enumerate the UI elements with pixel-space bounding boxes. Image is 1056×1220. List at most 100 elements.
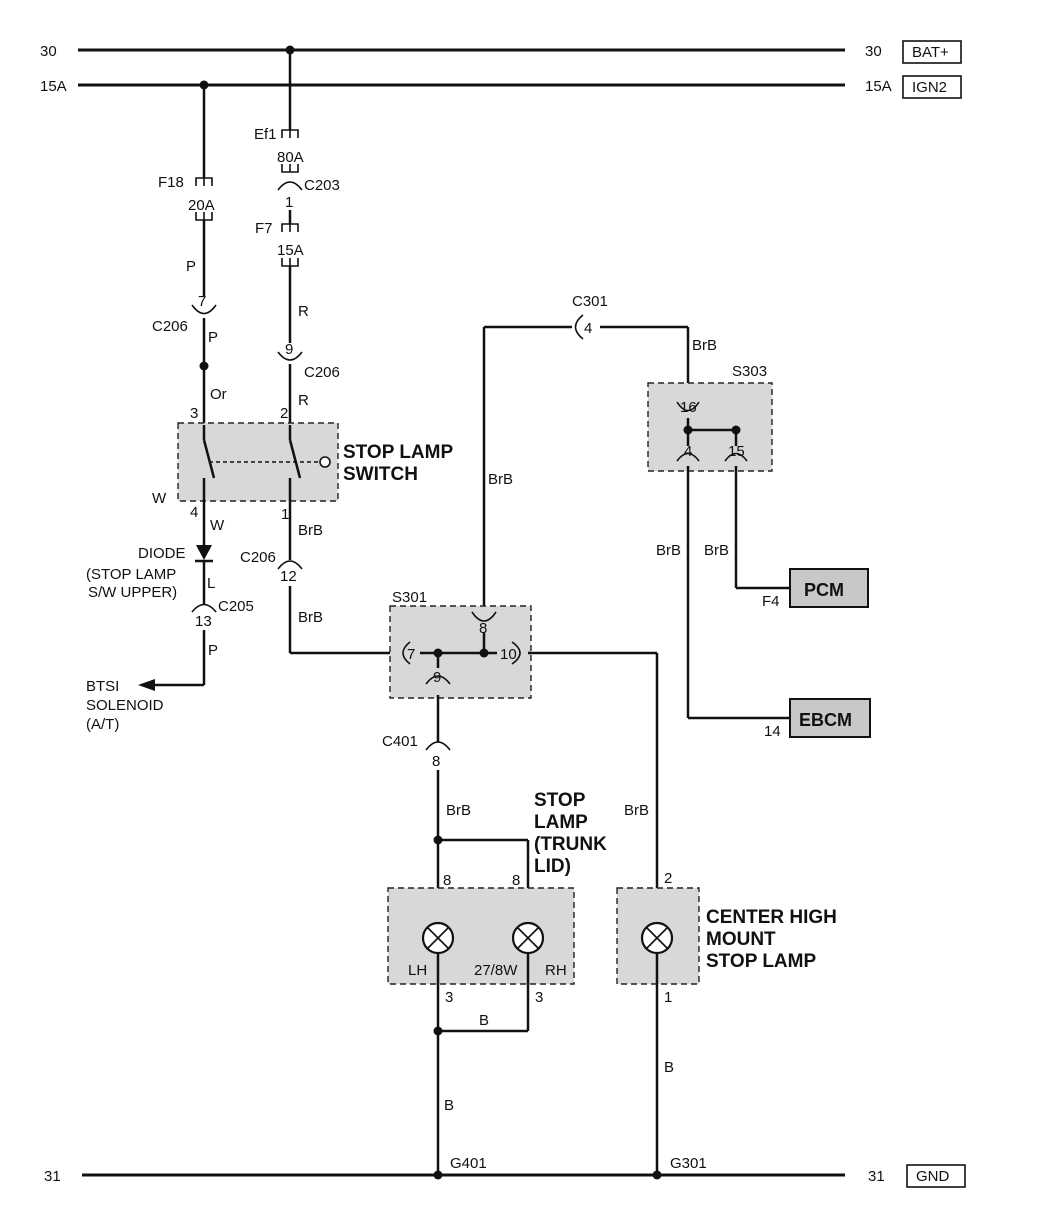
ef1-fuse-icon	[281, 129, 299, 173]
s301-splice-pack: S301 8 7 10 9	[389, 589, 532, 699]
diode-desc-1: (STOP LAMP	[86, 566, 176, 583]
wire-w-2: W	[210, 517, 225, 534]
bat-rail-left-label: 30	[40, 43, 57, 60]
c301-pin: 4	[584, 320, 592, 337]
wire-b-lamp: B	[479, 1012, 489, 1029]
wire-l: L	[207, 575, 215, 592]
pcm-label: PCM	[804, 580, 844, 600]
s303-outputs: BrB BrB F4 14	[656, 466, 790, 740]
gnd-tag: GND	[916, 1168, 950, 1185]
c301-branch: 4 C301 BrB BrB	[482, 293, 717, 612]
btsi-line-3: (A/T)	[86, 716, 119, 733]
wire-brb-vert: BrB	[488, 471, 513, 488]
lamp-ground-splice-dot	[433, 1026, 443, 1036]
c301-connector-icon	[574, 314, 584, 340]
switch-pin1: 1	[281, 506, 289, 523]
btsi-arrow-icon	[138, 679, 155, 691]
chmsl-pin2: 2	[664, 870, 672, 887]
f18-rating: 20A	[188, 197, 215, 214]
btsi-line-1: BTSI	[86, 678, 119, 695]
s301-pin8-icon	[471, 611, 497, 622]
s301-dot-right	[479, 648, 489, 658]
switch-title-1: STOP LAMP	[343, 442, 453, 463]
c205-pin: 13	[195, 613, 212, 630]
diode-name: DIODE	[138, 545, 186, 562]
ebcm-pin: 14	[764, 723, 781, 740]
s301-pin10-icon	[511, 641, 521, 665]
pcm-module: PCM	[789, 568, 869, 608]
c203-connector-icon	[277, 181, 303, 191]
splice-dot-or	[199, 361, 209, 371]
ign-rail-left-label: 15A	[40, 78, 67, 95]
lamp-pin3-lh: 3	[445, 989, 453, 1006]
s303-pin16: 16	[680, 399, 697, 416]
wire-r-2: R	[298, 392, 309, 409]
lamp-title-4: LID)	[534, 856, 571, 877]
btsi-line-2: SOLENOID	[86, 697, 164, 714]
g401-label: G401	[450, 1155, 487, 1172]
c206-pin12-connector-icon	[277, 560, 303, 570]
g301-label: G301	[670, 1155, 707, 1172]
f7-name: F7	[255, 220, 273, 237]
wire-b-chmsl: B	[664, 1059, 674, 1076]
s303-pin4-icon	[676, 452, 700, 462]
lamp-pin8-lh: 8	[443, 872, 451, 889]
bat-tag-box	[902, 40, 962, 64]
s301-pin7: 7	[407, 646, 415, 663]
c203-pin: 1	[285, 194, 293, 211]
chmsl-lamp: CENTER HIGH MOUNT STOP LAMP 1 B G301	[616, 887, 837, 1180]
c206-pin7-connector-icon	[191, 304, 217, 315]
c401-label: C401	[382, 733, 418, 750]
lamp-lh: LH	[408, 962, 427, 979]
c401-connector-icon	[425, 741, 451, 751]
g401-dot	[433, 1170, 443, 1180]
c206-pin12: 12	[280, 568, 297, 585]
s301-pin9: 9	[433, 669, 441, 686]
switch-pin4: 4	[190, 504, 198, 521]
f7-rating: 15A	[277, 242, 304, 259]
s303-pin16-icon	[676, 401, 700, 412]
lamp-title-1: STOP	[534, 790, 586, 811]
ground-rail-left-label: 31	[44, 1168, 61, 1185]
ef1-name: Ef1	[254, 126, 277, 143]
wire-brb-c206: BrB	[298, 609, 323, 626]
bat-rail-right-label: 30	[865, 43, 882, 60]
wire-brb-switch: BrB	[298, 522, 323, 539]
s301-pin10: 10	[500, 646, 517, 663]
lamp-pin8-rh: 8	[512, 872, 520, 889]
wire-w-1: W	[152, 490, 167, 507]
ign-tag-box	[902, 75, 962, 99]
chmsl-title-3: STOP LAMP	[706, 951, 816, 972]
lamp-rh: RH	[545, 962, 567, 979]
s301-name: S301	[392, 589, 427, 606]
s303-splice-pack: S303 16 4 15	[647, 363, 773, 472]
lamp-title-2: LAMP	[534, 812, 588, 833]
lamp-rh-bulb-icon	[511, 921, 545, 955]
f18-branch: F18 20A P 7 C206 P Or	[152, 85, 227, 425]
wire-brb-c301: BrB	[692, 337, 717, 354]
wire-b-ground: B	[444, 1097, 454, 1114]
wire-or: Or	[210, 386, 227, 403]
trunk-stop-lamp: 8 8 LH 27/8W RH STOP LAMP (TRUNK LID)	[387, 790, 607, 985]
s303-pin4: 4	[684, 443, 692, 460]
diode-desc-2: S/W UPPER)	[88, 584, 177, 601]
lamp-title-3: (TRUNK	[534, 834, 607, 855]
c206-pin9-connector-icon	[277, 351, 303, 361]
chmsl-feed: BrB 2	[528, 651, 672, 922]
gnd-tag-box	[906, 1164, 966, 1188]
c401-branch: 8 C401 BrB	[382, 695, 530, 922]
s303-name: S303	[732, 363, 767, 380]
switch-pin3: 3	[190, 405, 198, 422]
c206-pin9: 9	[285, 341, 293, 358]
f18-name: F18	[158, 174, 184, 191]
c206-c-label: C206	[240, 549, 276, 566]
wire-brb-ebcm: BrB	[656, 542, 681, 559]
stop-lamp-switch: 3 2 STOP LAMP SWITCH	[177, 405, 453, 502]
switch-output-branch: 1 BrB 12 C206 BrB	[240, 501, 396, 655]
s301-pin9-icon	[425, 675, 451, 685]
wire-p-1: P	[186, 258, 196, 275]
ground-rail: 31 31 GND	[44, 1164, 966, 1188]
chmsl-title-1: CENTER HIGH	[706, 907, 837, 928]
ign-rail-right-label: 15A	[865, 78, 892, 95]
ef1-f7-branch: Ef1 80A 1 C203 F7 15A R 9 C206 R	[254, 50, 340, 425]
